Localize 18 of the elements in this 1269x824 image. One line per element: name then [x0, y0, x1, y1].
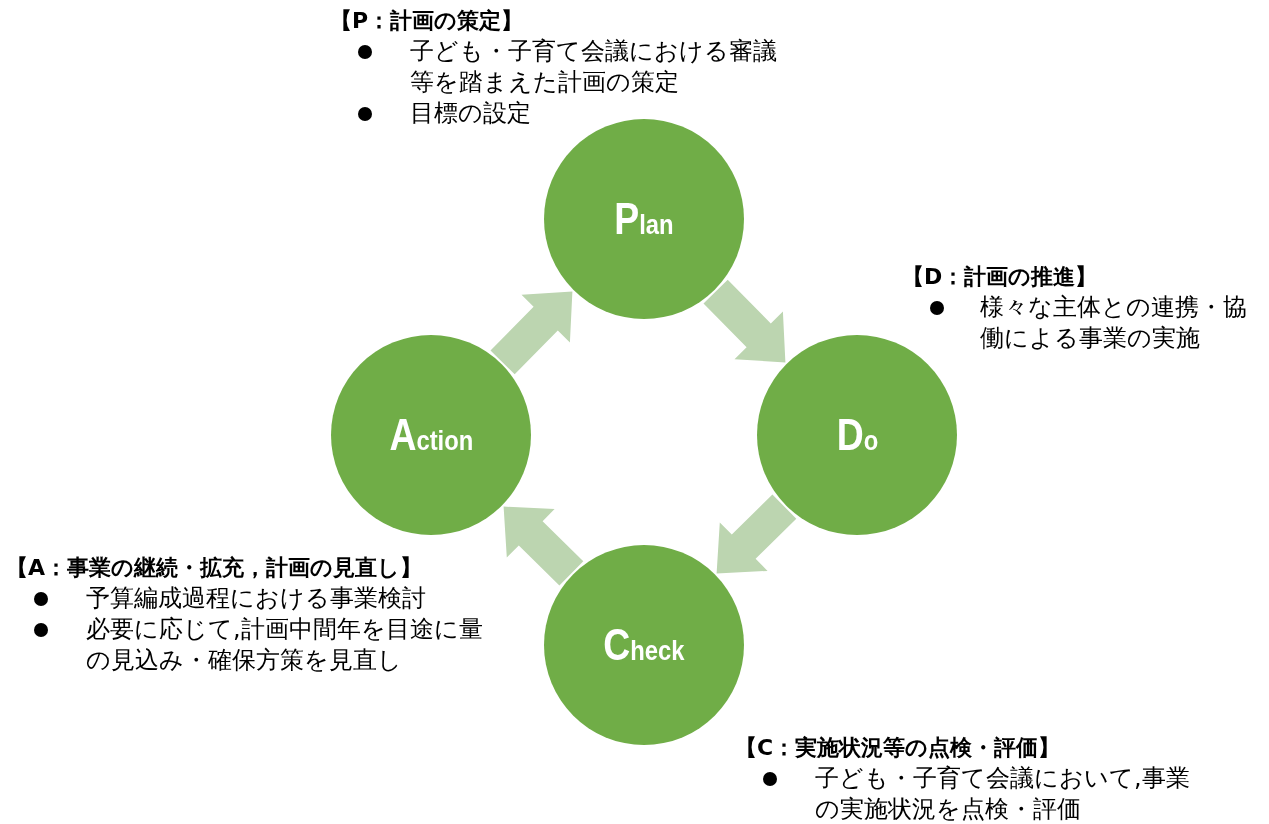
block-arrow: [490, 291, 573, 375]
block-arrow: [716, 494, 797, 574]
bullet-text: 子ども・子育て会議における審議等を踏まえた計画の策定: [410, 36, 778, 98]
bullet-text: 様々な主体との連携・協働による事業の実施: [980, 292, 1248, 354]
circle-label: Check: [603, 620, 685, 670]
circle-label: Plan: [614, 194, 674, 244]
circle-label: Do: [836, 410, 878, 460]
bullet-text: 必要に応じて,計画中間年を目途に量の見込み・確保方策を見直し: [86, 614, 484, 676]
bullet-text: 目標の設定: [410, 98, 532, 129]
bullet-text: 子ども・子育て会議において,事業の実施状況を点検・評価: [815, 763, 1191, 824]
block-arrow: [503, 506, 584, 586]
bullet-text: 予算編成過程における事業検討: [86, 583, 427, 614]
step-heading: 【A：事業の継続・拡充，計画の見直し】: [6, 554, 424, 582]
circle-label: Action: [389, 410, 473, 460]
block-arrow: [703, 279, 786, 363]
step-heading: 【C：実施状況等の点検・評価】: [735, 734, 1062, 762]
step-heading: 【D：計画の推進】: [902, 263, 1099, 291]
step-heading: 【P：計画の策定】: [330, 7, 525, 35]
